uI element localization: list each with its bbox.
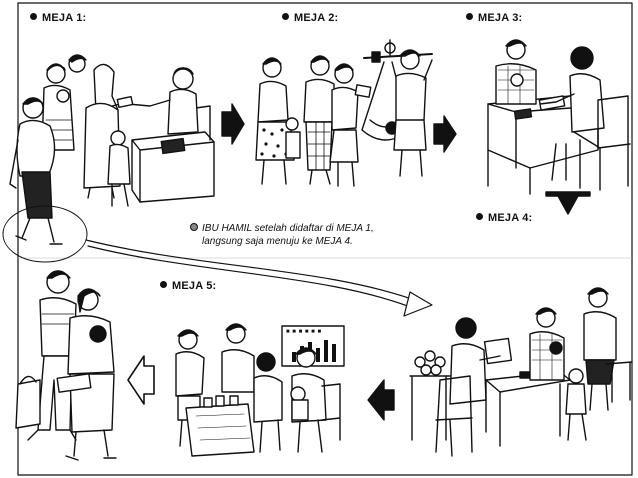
meja-5-scene <box>175 323 345 457</box>
meja-3-scene <box>487 39 631 195</box>
diagram-frame <box>17 2 633 476</box>
right-arrow-icon <box>221 103 245 145</box>
note-line-1: IBU HAMIL setelah didaftar di MEJA 1, <box>202 223 374 234</box>
left-arrow-icon <box>367 379 395 421</box>
meja-3-label: MEJA 3: <box>466 12 522 24</box>
meja-3-label-text: MEJA 3: <box>478 12 523 24</box>
left-outline-arrow-icon <box>127 355 155 405</box>
meja-4-label-text: MEJA 4: <box>488 212 533 224</box>
meja-1-label: MEJA 1: <box>30 12 86 24</box>
meja-5-label-text: MEJA 5: <box>172 280 217 292</box>
bullet-icon <box>190 223 198 231</box>
bullet-icon <box>160 281 167 288</box>
route-line <box>85 239 421 303</box>
meja-2-label-text: MEJA 2: <box>294 12 339 24</box>
pregnant-woman-note: IBU HAMIL setelah didaftar di MEJA 1, la… <box>190 222 420 248</box>
meja-1-scene <box>9 54 215 245</box>
departing-family-scene <box>15 270 117 461</box>
note-line-2: langsung saja menuju ke MEJA 4. <box>202 236 353 247</box>
pregnant-woman-highlight <box>2 205 88 263</box>
meja-4-scene <box>409 287 633 457</box>
bullet-icon <box>282 13 289 20</box>
bullet-icon <box>30 13 37 20</box>
bullet-icon <box>466 13 473 20</box>
right-arrow-icon <box>433 115 457 153</box>
meja-1-label-text: MEJA 1: <box>42 12 87 24</box>
meja-5-label: MEJA 5: <box>160 280 216 292</box>
meja-2-label: MEJA 2: <box>282 12 338 24</box>
route-arrowhead-icon <box>403 291 433 317</box>
down-arrow-icon <box>545 191 591 215</box>
meja-4-label: MEJA 4: <box>476 212 532 224</box>
bullet-icon <box>476 213 483 220</box>
wall-chart-title: ■ ■ ■ ■ ■ ■ <box>286 329 322 335</box>
meja-2-scene <box>255 39 433 187</box>
